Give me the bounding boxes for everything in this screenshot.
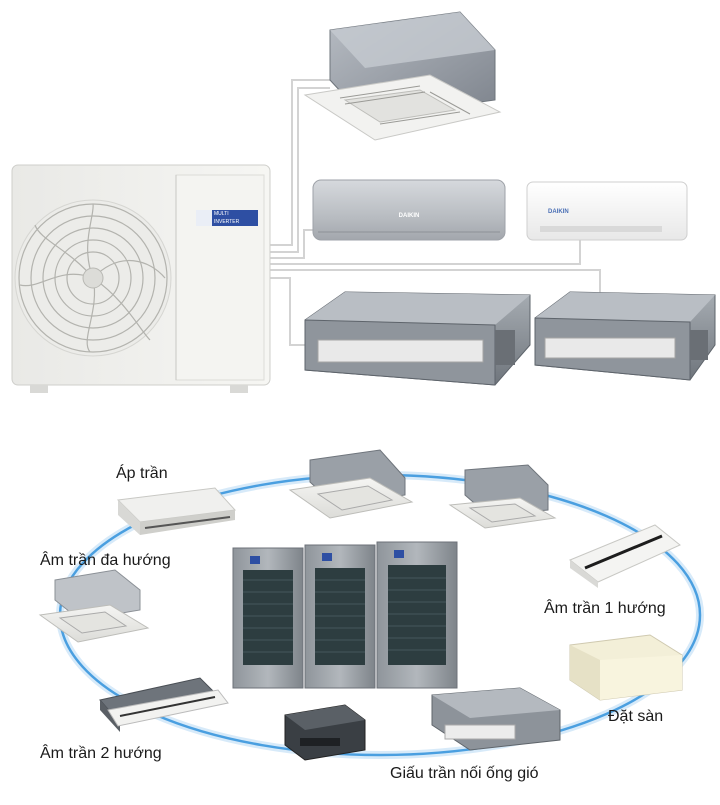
ducted-bottom-center bbox=[284, 704, 366, 761]
vrv-outdoor-units bbox=[232, 541, 458, 689]
ducted-unit-2 bbox=[534, 291, 716, 381]
label-cassette-one-way: Âm trần 1 hướng bbox=[544, 600, 666, 617]
label-cassette-two-way: Âm trần 2 hướng bbox=[40, 745, 162, 762]
top-system-svg: DAIKIN DAIKIN bbox=[11, 11, 716, 393]
ducted-bottom-right bbox=[431, 687, 561, 751]
label-cassette-multi-flow: Âm trần đa hướng bbox=[40, 552, 171, 569]
label-floor-standing: Đặt sàn bbox=[608, 708, 664, 725]
wall-unit-silver: DAIKIN bbox=[312, 179, 506, 241]
outdoor-unit bbox=[11, 164, 271, 393]
brand-logo-white: DAIKIN bbox=[548, 209, 569, 215]
bottom-ring-svg bbox=[38, 449, 704, 761]
badge-text: MULTI INVERTER bbox=[214, 210, 258, 226]
ceiling-suspended-unit bbox=[116, 487, 237, 535]
label-ducted-concealed: Giấu trần nối ống gió bbox=[390, 765, 539, 782]
cassette-one-way-unit bbox=[569, 524, 681, 588]
cassette-unit-top bbox=[303, 11, 502, 141]
badge-line-2: INVERTER bbox=[214, 219, 240, 225]
cassette-top-right bbox=[448, 464, 557, 529]
badge-line-1: MULTI bbox=[214, 211, 229, 217]
label-ceiling-suspended: Áp trần bbox=[116, 465, 168, 482]
cassette-top-center bbox=[288, 449, 414, 519]
top-system-diagram: DAIKIN DAIKIN MULTI INVERTER bbox=[11, 11, 716, 393]
ducted-unit-1 bbox=[304, 291, 531, 386]
cassette-left bbox=[38, 569, 150, 643]
wall-unit-white: DAIKIN bbox=[526, 181, 688, 241]
cassette-two-way-unit bbox=[99, 677, 229, 732]
bottom-unit-ring: Áp trần Âm trần đa hướng Âm trần 1 hướng… bbox=[0, 420, 720, 800]
brand-logo-silver: DAIKIN bbox=[399, 213, 420, 219]
floor-standing-unit bbox=[569, 634, 683, 701]
